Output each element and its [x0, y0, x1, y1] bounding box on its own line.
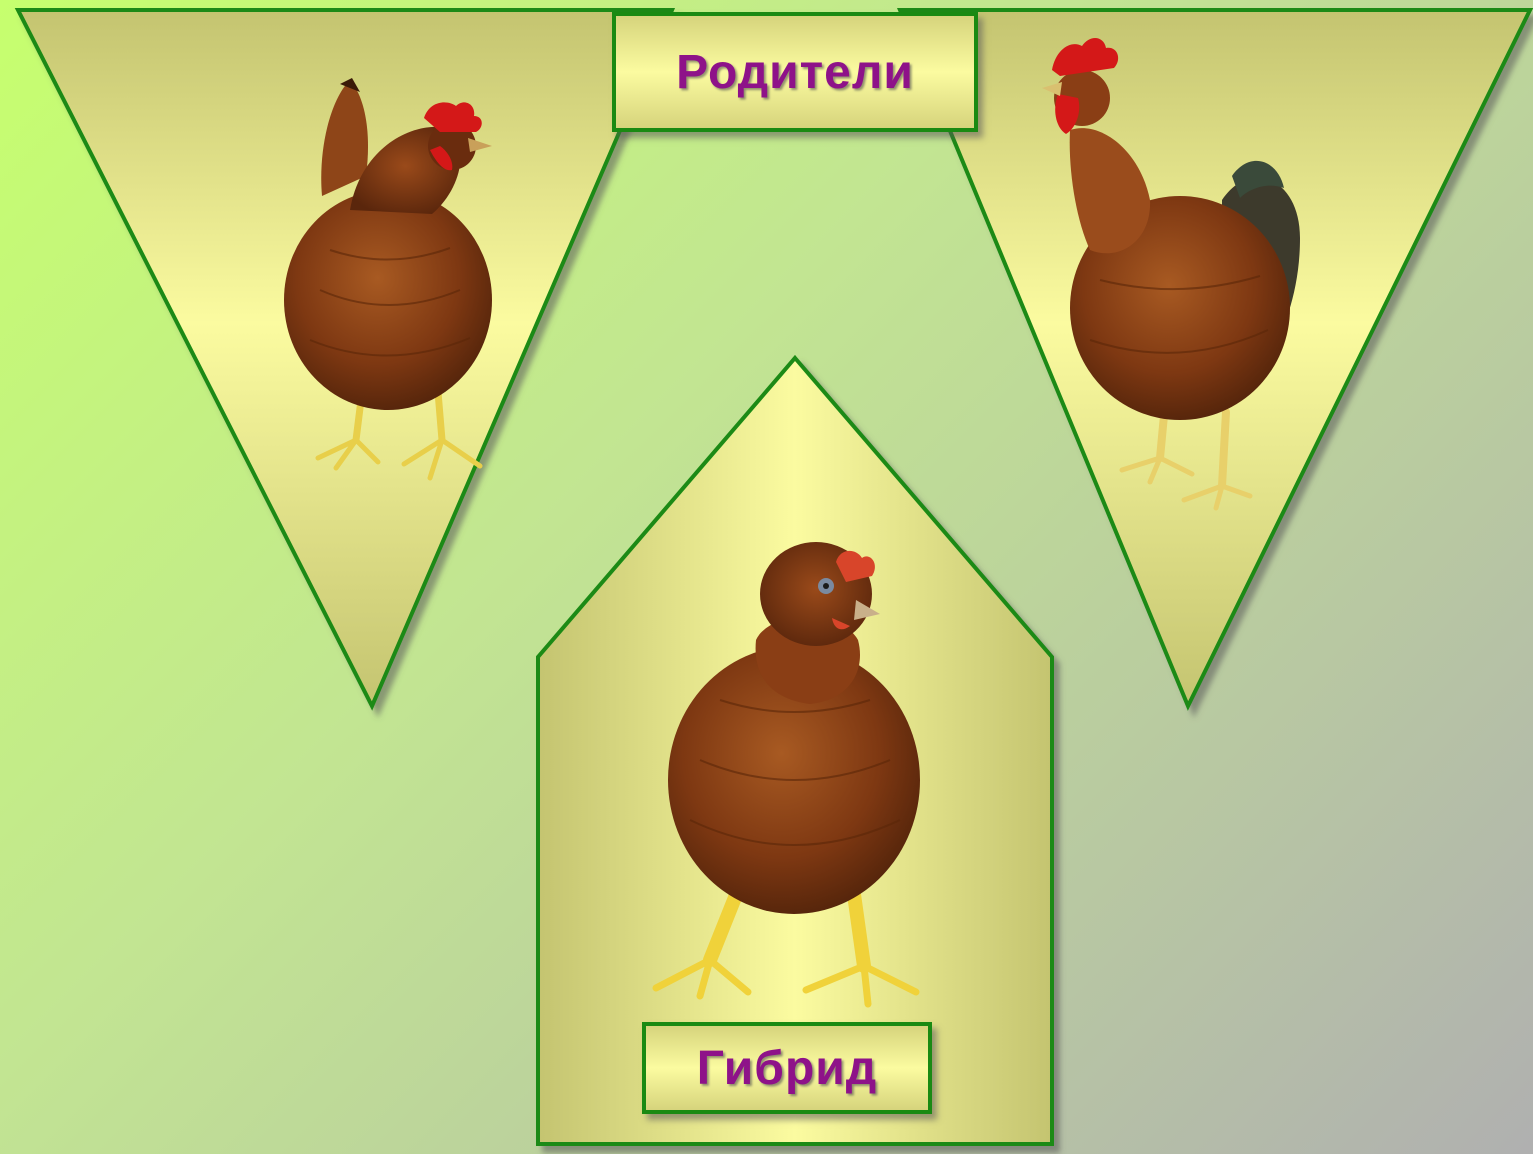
hybrid-label-text: Гибрид — [697, 1041, 877, 1096]
parents-label-text: Родители — [676, 45, 914, 100]
parents-label: Родители — [612, 12, 978, 132]
hybrid-label: Гибрид — [642, 1022, 932, 1114]
